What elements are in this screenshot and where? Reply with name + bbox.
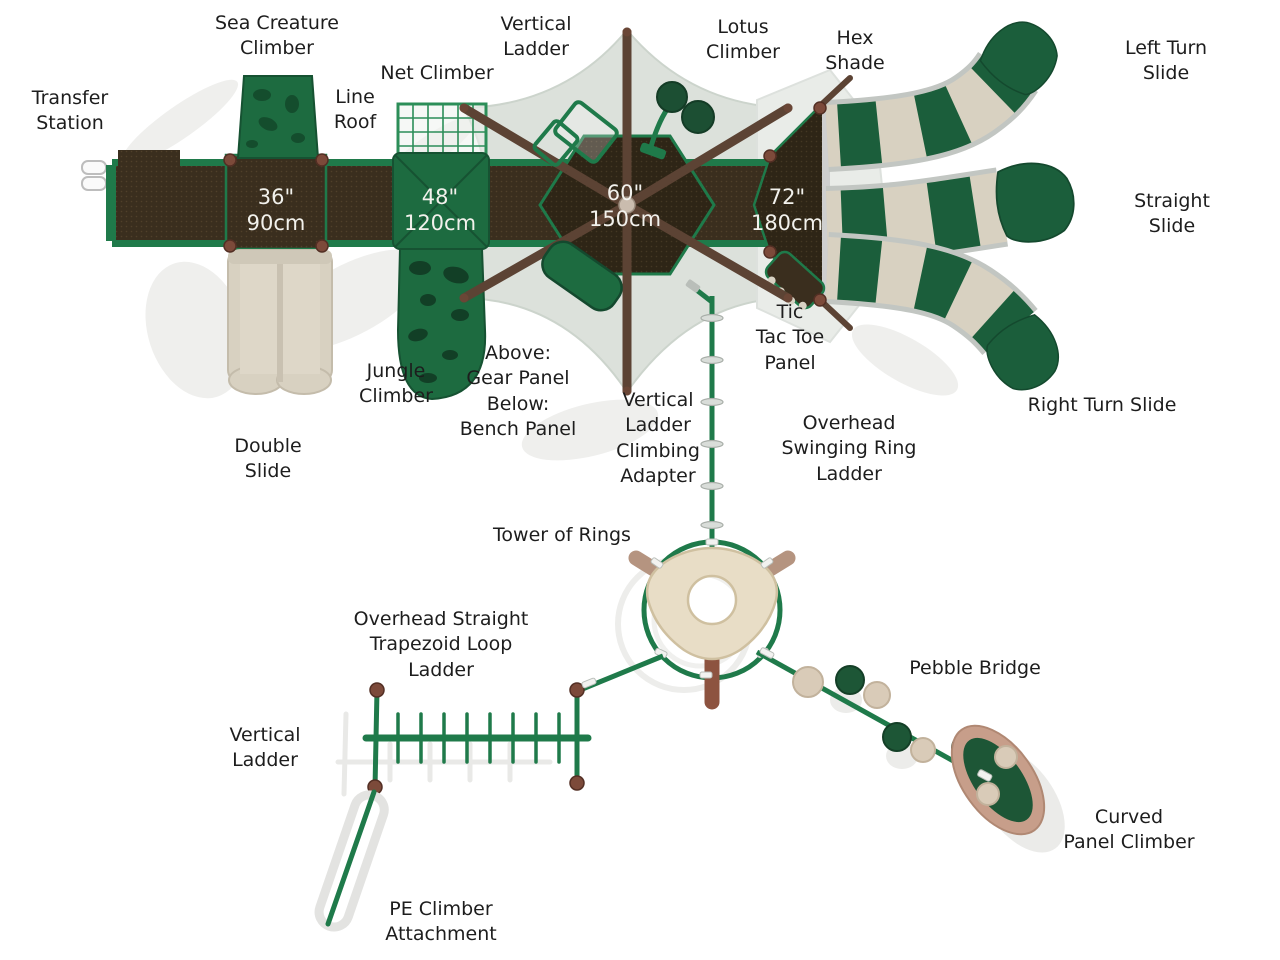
- slide-platform-edge: [822, 106, 830, 304]
- label-pe-climber-attachment: PE Climber Attachment: [385, 898, 497, 946]
- gear-bench-panel-structure: [541, 240, 623, 312]
- pole-clamp: [581, 677, 597, 689]
- label-net-climber: Net Climber: [380, 62, 494, 84]
- label-straight-slide: Straight Slide: [1134, 190, 1210, 238]
- label-gear-bench-panel: Above: Gear Panel Below: Bench Panel: [459, 342, 577, 441]
- label-sea-creature-climber: Sea Creature Climber: [214, 12, 340, 60]
- label-overhead-straight-trapezoid-loop-ladder: Overhead Straight Trapezoid Loop Ladder: [353, 608, 529, 681]
- trapezoid-loop-ladder-structure: [362, 687, 592, 791]
- label-vertical-ladder-climbing-adapter: Vertical Ladder Climbing Adapter: [616, 389, 700, 488]
- deck-72-metric: 180cm: [751, 211, 823, 235]
- shade-posts: [459, 27, 853, 396]
- deck-72-size: 72": [769, 185, 805, 209]
- label-transfer-station: Transfer Station: [31, 87, 109, 135]
- label-line-roof: Line Roof: [333, 86, 377, 134]
- straight-slide-structure: [825, 162, 1075, 266]
- label-double-slide: Double Slide: [234, 435, 302, 483]
- label-overhead-swinging-ring-ladder: Overhead Swinging Ring Ladder: [781, 412, 917, 485]
- label-curved-panel-climber: Curved Panel Climber: [1063, 806, 1195, 854]
- trapezoid-ladder-posts: [367, 682, 585, 795]
- label-jungle-climber: Jungle Climber: [359, 360, 433, 408]
- curved-panel-climber-structure: [950, 724, 1046, 836]
- deck-48-size: 48": [422, 185, 458, 209]
- label-vertical-ladder-top: Vertical Ladder: [500, 13, 572, 61]
- label-right-turn-slide: Right Turn Slide: [1027, 394, 1177, 416]
- sea-creature-climber-structure: [236, 75, 320, 159]
- deck-posts: [223, 101, 827, 307]
- pe-climber-structure: [314, 789, 389, 932]
- deck-36-metric: 90cm: [247, 211, 306, 235]
- deck-60-metric: 150cm: [589, 207, 661, 231]
- label-lotus-climber: Lotus Climber: [706, 16, 780, 64]
- deck-36: [224, 153, 328, 251]
- post-caps: [459, 27, 793, 396]
- hub-center-knob: [618, 196, 636, 214]
- transfer-station-structure: [81, 150, 180, 241]
- deck-48-metric: 120cm: [404, 211, 476, 235]
- deck-36-size: 36": [258, 185, 294, 209]
- jungle-climber-structure: [396, 248, 487, 401]
- label-left-turn-slide: Left Turn Slide: [1124, 37, 1208, 85]
- left-turn-slide-structure: [825, 21, 1058, 172]
- label-hex-shade: Hex Shade: [825, 27, 885, 75]
- label-vertical-ladder-bottom: Vertical Ladder: [229, 724, 301, 772]
- label-pebble-bridge: Pebble Bridge: [909, 657, 1041, 679]
- swinging-ring-ladder-structure: [685, 279, 724, 548]
- line-roof-structure: [392, 152, 490, 250]
- deck-60-size: 60": [607, 181, 643, 205]
- tower-of-rings-structure: [628, 538, 796, 710]
- bench-frame: [532, 119, 580, 167]
- right-turn-slide-structure: [825, 232, 1059, 391]
- label-tic-tac-toe-panel: Tic Tac Toe Panel: [755, 301, 825, 374]
- label-tower-of-rings: Tower of Rings: [493, 524, 631, 546]
- lotus-climber-structure: [639, 81, 715, 160]
- double-slide: [227, 249, 333, 395]
